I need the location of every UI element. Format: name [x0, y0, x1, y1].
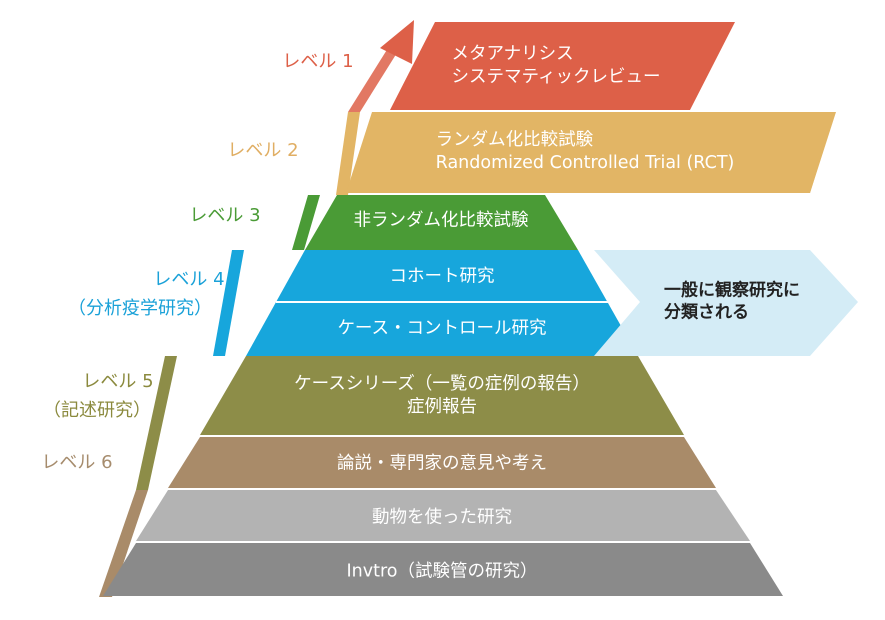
band-case-control-text: ケース・コントロール研究	[337, 318, 547, 339]
level5-label: レベル 5	[82, 371, 154, 393]
band-level1-text: メタアナリシス システマティックレビュー	[452, 43, 661, 89]
level5-sublabel: （記述研究）	[43, 400, 151, 422]
level3-label: レベル 3	[189, 205, 261, 227]
band-cohort-text: コホート研究	[389, 266, 495, 287]
band-level2-line2: Randomized Controlled Trial (RCT)	[435, 153, 735, 173]
band-level2-text: ランダム化比較試験 Randomized Controlled Trial (R…	[436, 129, 735, 175]
arrow-segment-level3	[292, 195, 320, 250]
band-animal	[136, 490, 750, 541]
level4-sublabel: （分析疫学研究）	[68, 298, 212, 320]
band-level5-line1: ケースシリーズ（一覧の症例の報告）	[294, 373, 590, 394]
observational-note-line2: 分類される	[664, 303, 749, 323]
band-level1-line2: システマティックレビュー	[451, 67, 661, 87]
band-animal-text: 動物を使った研究	[372, 507, 512, 528]
arrow-segment-level5	[136, 356, 177, 490]
band-level5-line2: 症例報告	[407, 397, 477, 417]
band-invitro-text: Invtro（試験管の研究）	[346, 561, 538, 582]
level-arrow	[99, 20, 414, 597]
observational-note-text: 一般に観察研究に 分類される	[664, 280, 800, 325]
band-level2-parallelogram	[346, 112, 836, 193]
band-level1-line1: メタアナリシス	[451, 43, 574, 64]
band-level5-text: ケースシリーズ（一覧の症例の報告） 症例報告	[294, 373, 590, 419]
arrow-head	[380, 20, 414, 64]
band-level6-text: 論説・専門家の意見や考え	[337, 453, 547, 474]
observational-note-shape	[594, 250, 858, 356]
band-level1	[390, 22, 735, 110]
band-level2-line1: ランダム化比較試験	[435, 129, 594, 150]
arrow-segment-level6	[99, 490, 148, 597]
arrow-segment-level4	[213, 250, 244, 356]
level4-label: レベル 4	[153, 269, 225, 291]
band-level6	[168, 437, 716, 488]
band-level5	[200, 356, 684, 435]
arrow-segment-level2	[336, 112, 360, 195]
band-level3-text: 非ランダム化比較試験	[353, 210, 529, 231]
level2-label: レベル 2	[227, 140, 299, 162]
level1-label: レベル 1	[282, 51, 354, 73]
band-invitro	[103, 543, 783, 596]
observational-note-line1: 一般に観察研究に	[664, 280, 800, 301]
level6-label: レベル 6	[41, 452, 113, 474]
band-level3	[305, 195, 578, 250]
arrow-segment-level1	[348, 40, 405, 112]
